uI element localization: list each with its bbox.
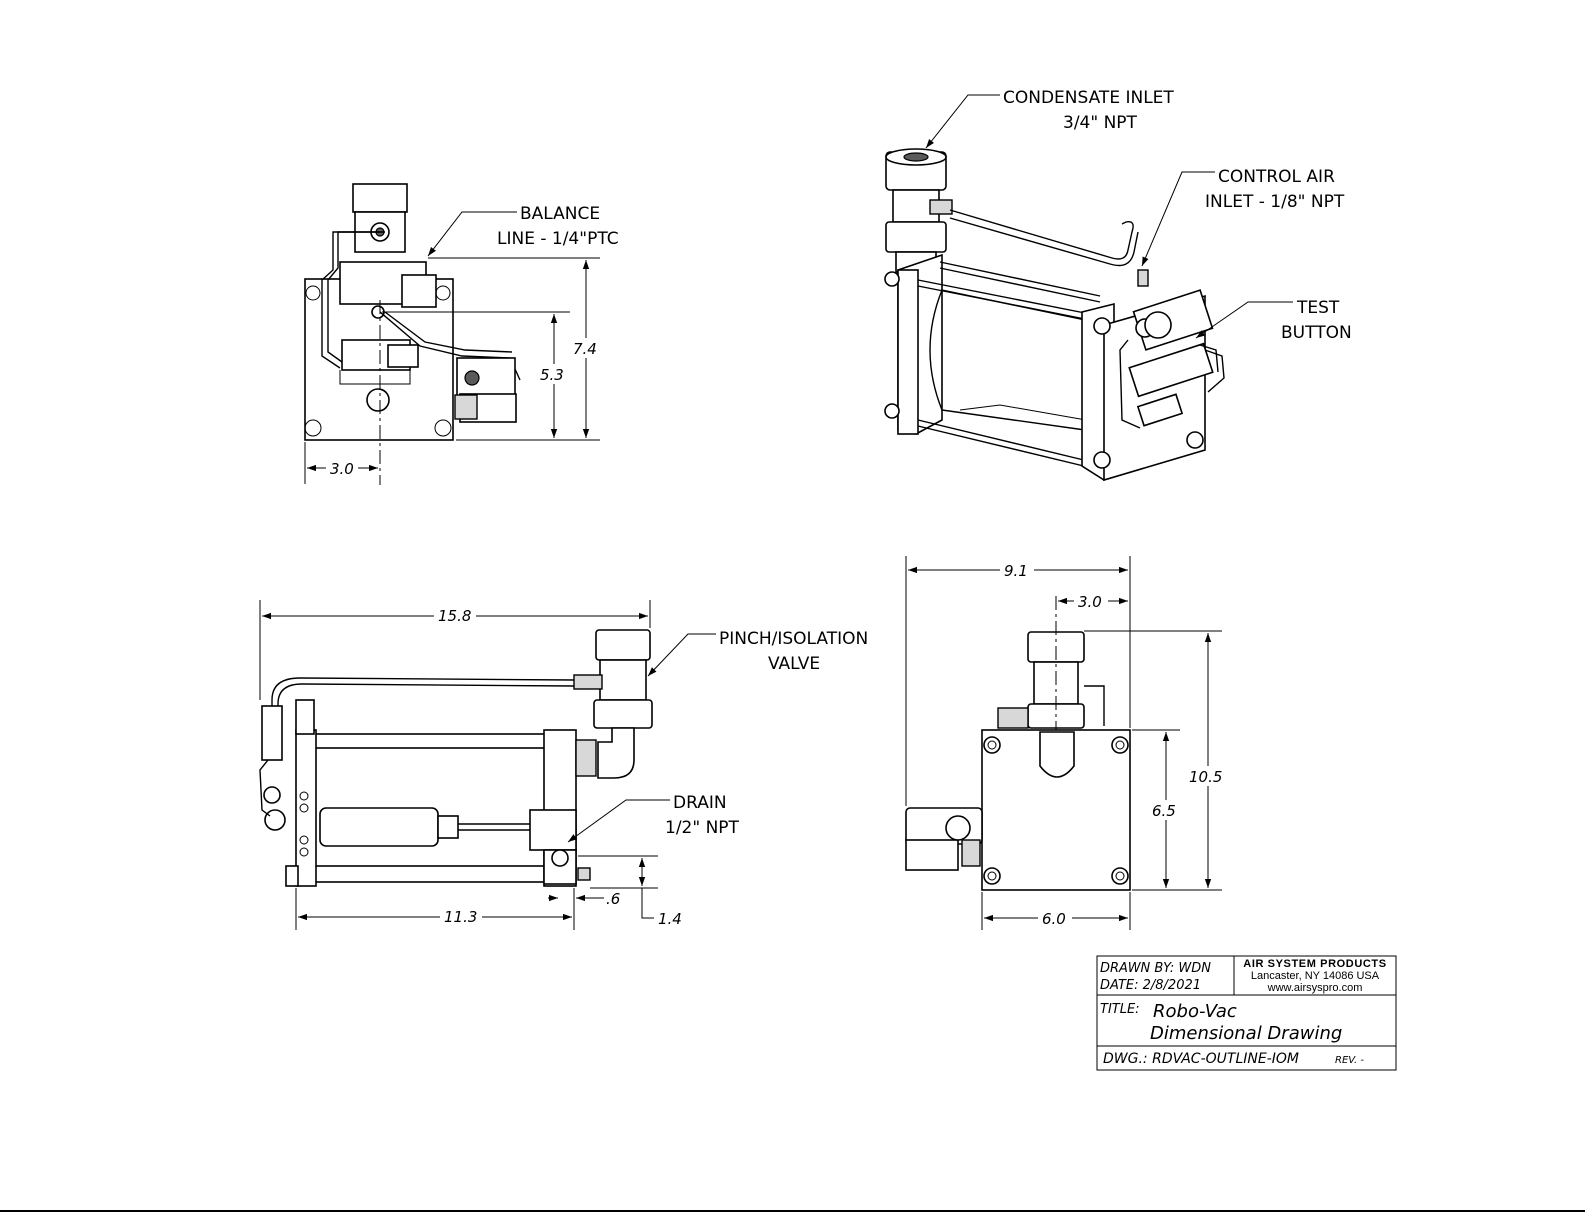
dim-front-height-inlet: 5.3	[540, 366, 564, 384]
control-air-label-1: CONTROL AIR	[1218, 167, 1335, 187]
balance-line-label-2: LINE - 1/4"PTC	[497, 229, 619, 249]
dim-side-length-frame: 11.3	[444, 908, 477, 926]
dim-end-width-body: 6.0	[1042, 910, 1066, 928]
title-label: TITLE:	[1100, 1002, 1140, 1017]
title-block: DRAWN BY: WDN DATE: 2/8/2021 AIR SYSTEM …	[1096, 955, 1397, 1071]
drawing-title-line-2: Dimensional Drawing	[1150, 1023, 1342, 1044]
test-button-label-1: TEST	[1296, 298, 1340, 318]
dim-side-drain-offset: .6	[606, 890, 620, 908]
drawing-date: DATE: 2/8/2021	[1100, 978, 1201, 993]
company-address: Lancaster, NY 14086 USA	[1251, 970, 1380, 982]
dim-end-height-body: 6.5	[1152, 802, 1176, 820]
pinch-valve-label-1: PINCH/ISOLATION	[719, 629, 868, 649]
condensate-inlet-label-1: CONDENSATE INLET	[1003, 88, 1174, 108]
company-website: www.airsyspro.com	[1267, 982, 1363, 994]
company-name: AIR SYSTEM PRODUCTS	[1243, 958, 1386, 970]
pinch-valve-label-2: VALVE	[768, 654, 820, 674]
test-button-label-2: BUTTON	[1281, 323, 1352, 343]
drain-label-1: DRAIN	[673, 793, 727, 813]
dim-end-height-total: 10.5	[1189, 768, 1222, 786]
control-air-label-2: INLET - 1/8" NPT	[1205, 192, 1345, 212]
dim-side-length-total: 15.8	[438, 607, 471, 625]
drain-label-2: 1/2" NPT	[665, 818, 740, 838]
dim-front-width: 3.0	[330, 460, 354, 478]
drawn-by: DRAWN BY: WDN	[1100, 961, 1211, 976]
drawing-number: DWG.: RDVAC-OUTLINE-IOM	[1103, 1051, 1299, 1067]
balance-line-label-1: BALANCE	[520, 204, 600, 224]
isometric-view: CONDENSATE INLET 3/4" NPT CONTROL AIR IN…	[884, 88, 1352, 482]
drawing-title-line-1: Robo-Vac	[1153, 1001, 1237, 1022]
revision: REV. -	[1335, 1055, 1364, 1066]
end-view: 9.1 3.0 10.5 6.5 6.0	[905, 556, 1226, 930]
side-view: 15.8 11.3 .6 1.4 PINCH/ISOLATION VALVE D…	[259, 600, 868, 930]
dim-side-drain-height: 1.4	[658, 910, 682, 928]
dim-end-inlet-offset: 3.0	[1078, 593, 1102, 611]
front-view: BALANCE LINE - 1/4"PTC 7.4 5.3 3.0	[304, 183, 619, 485]
condensate-inlet-label-2: 3/4" NPT	[1063, 113, 1138, 133]
dim-front-height-total: 7.4	[573, 340, 597, 358]
dim-end-width-total: 9.1	[1004, 562, 1028, 580]
